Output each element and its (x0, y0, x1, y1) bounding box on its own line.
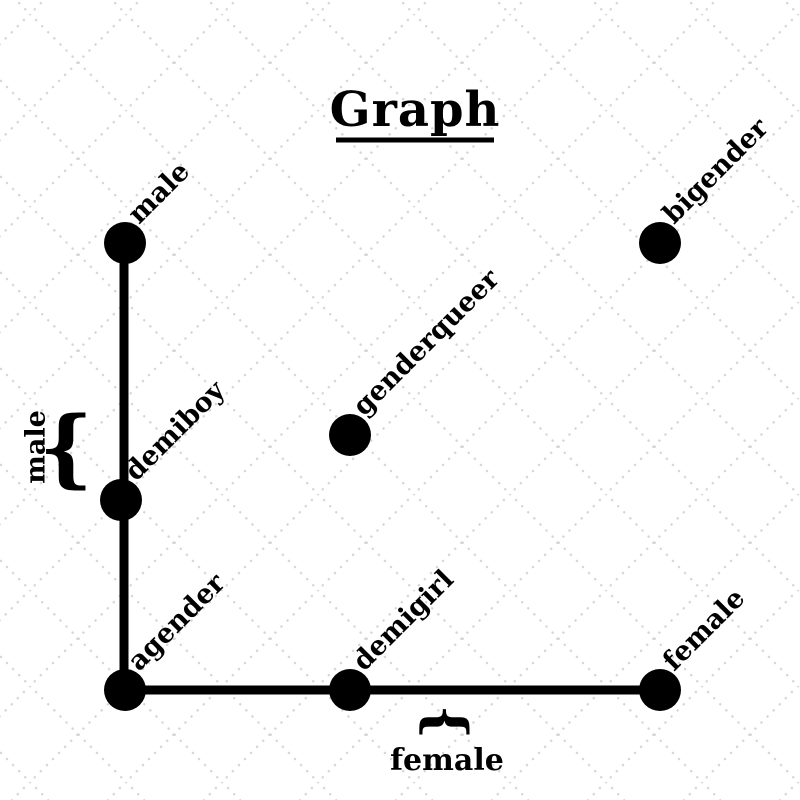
node-demigirl-dot (329, 669, 371, 711)
node-genderqueer-dot (329, 414, 371, 456)
node-agender-dot (104, 669, 146, 711)
y-axis-brace-group: { male (21, 398, 94, 497)
node-female-dot (639, 669, 681, 711)
x-axis-label: female (390, 743, 504, 778)
node-demiboy-dot (100, 479, 142, 521)
y-axis-label: male (21, 410, 52, 484)
graph-edges (119, 238, 665, 695)
curly-brace-icon: { (39, 398, 93, 497)
node-male-dot (104, 222, 146, 264)
x-axis-brace-group: { female (390, 705, 504, 778)
node-bigender-dot (639, 222, 681, 264)
page-title: Graph (330, 82, 501, 138)
curly-brace-icon: { (415, 705, 479, 740)
